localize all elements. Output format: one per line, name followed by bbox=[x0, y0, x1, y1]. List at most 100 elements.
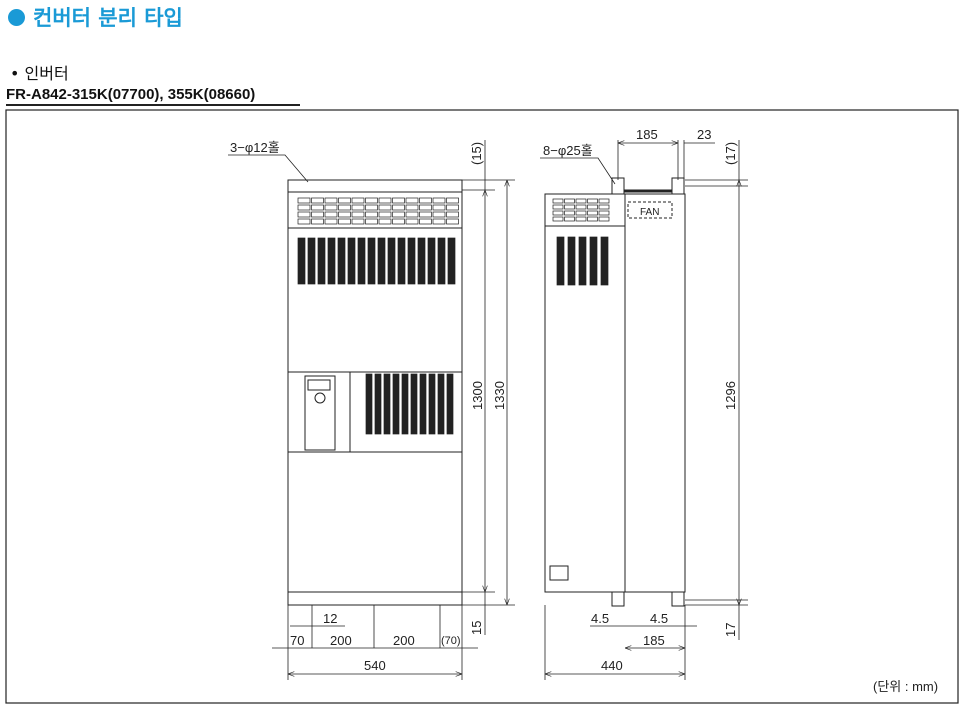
vent-slot bbox=[311, 197, 324, 204]
vent-slot bbox=[378, 197, 392, 204]
vent-slot bbox=[351, 211, 365, 218]
vent-slot bbox=[446, 218, 459, 225]
side-view bbox=[544, 177, 686, 607]
dim-70: 70 bbox=[290, 633, 304, 648]
fan-box bbox=[627, 201, 673, 219]
vent-slot bbox=[407, 237, 416, 285]
vent-slot bbox=[410, 373, 418, 435]
vent-slot bbox=[598, 210, 610, 216]
vent-slot bbox=[446, 373, 454, 435]
bullet-icon bbox=[8, 8, 25, 26]
dim-200-a: 200 bbox=[330, 633, 352, 648]
vent-slot bbox=[552, 198, 564, 204]
dim-540: 540 bbox=[364, 658, 386, 673]
vent-slot bbox=[297, 204, 311, 211]
vent-slot bbox=[447, 237, 456, 285]
vent-slot bbox=[324, 204, 338, 211]
vent-slot bbox=[578, 236, 587, 286]
vent-slot bbox=[419, 218, 432, 225]
vent-slot bbox=[575, 198, 587, 204]
dim-200-b: 200 bbox=[393, 633, 415, 648]
dim-185-bottom: 185 bbox=[643, 633, 665, 648]
vent-slot bbox=[419, 197, 432, 204]
vent-slot bbox=[401, 373, 409, 435]
vent-slot bbox=[567, 236, 576, 286]
vent-slot bbox=[432, 204, 446, 211]
dim-front-top: (15) bbox=[469, 142, 484, 165]
vent-slot bbox=[347, 237, 356, 285]
vent-slot bbox=[392, 218, 405, 225]
vent-slot bbox=[351, 218, 365, 225]
vent-slot bbox=[587, 216, 598, 222]
vent-slot bbox=[338, 197, 351, 204]
vent-slot bbox=[365, 211, 378, 218]
vent-slot bbox=[598, 204, 610, 210]
vent-slot bbox=[405, 204, 419, 211]
vent-slot bbox=[365, 204, 378, 211]
vent-slot bbox=[587, 204, 598, 210]
dim-1330: 1330 bbox=[492, 381, 507, 410]
vent-slot bbox=[437, 237, 446, 285]
vent-slot bbox=[564, 216, 575, 222]
vent-slot bbox=[378, 218, 392, 225]
vent-slot bbox=[575, 204, 587, 210]
vent-slot bbox=[575, 210, 587, 216]
dim-side-top: (17) bbox=[723, 142, 738, 165]
vent-slot bbox=[297, 211, 311, 218]
vent-slot bbox=[338, 218, 351, 225]
vent-slot bbox=[598, 198, 610, 204]
vent-slot bbox=[446, 197, 459, 204]
vent-slot bbox=[392, 373, 400, 435]
vent-slot bbox=[378, 204, 392, 211]
vent-slot bbox=[556, 236, 565, 286]
vent-slot bbox=[392, 197, 405, 204]
vent-slot bbox=[378, 211, 392, 218]
vent-slot bbox=[337, 237, 346, 285]
vent-slot bbox=[419, 373, 427, 435]
vent-slot bbox=[392, 211, 405, 218]
vent-slot bbox=[311, 218, 324, 225]
vent-slot bbox=[338, 211, 351, 218]
vent-slot bbox=[428, 373, 436, 435]
vent-slot bbox=[437, 373, 445, 435]
vent-slot bbox=[297, 237, 306, 285]
unit-label: (단위 : mm) bbox=[873, 679, 938, 694]
vent-slot bbox=[405, 211, 419, 218]
dim-70-paren: (70) bbox=[441, 635, 461, 647]
vent-slot bbox=[367, 237, 376, 285]
vent-slot bbox=[365, 197, 378, 204]
side-holes-label: 8−φ25홀 bbox=[543, 143, 593, 158]
vent-slot bbox=[405, 218, 419, 225]
vent-slot bbox=[397, 237, 406, 285]
vent-slot bbox=[589, 236, 598, 286]
front-holes-label: 3−φ12홀 bbox=[230, 140, 280, 155]
vent-slot bbox=[419, 204, 432, 211]
vent-slot bbox=[351, 204, 365, 211]
subtitle: • 인버터 bbox=[10, 64, 69, 83]
vent-slot bbox=[377, 237, 386, 285]
fan-label: FAN bbox=[640, 207, 659, 218]
dim-front-bottom: 15 bbox=[469, 621, 484, 635]
vent-slot bbox=[405, 197, 419, 204]
vent-slot bbox=[324, 197, 338, 204]
dim-4-5-b: 4.5 bbox=[650, 611, 668, 626]
dim-side-bottom: 17 bbox=[723, 623, 738, 637]
vent-slot bbox=[307, 237, 316, 285]
vent-slot bbox=[552, 204, 564, 210]
vent-slot bbox=[587, 210, 598, 216]
vent-slot bbox=[297, 218, 311, 225]
dim-185-top: 185 bbox=[636, 127, 658, 142]
vent-slot bbox=[432, 211, 446, 218]
vent-slot bbox=[324, 211, 338, 218]
vent-slot bbox=[297, 197, 311, 204]
dim-4-5-a: 4.5 bbox=[591, 611, 609, 626]
vent-slot bbox=[552, 216, 564, 222]
vent-slot bbox=[311, 204, 324, 211]
vent-slot bbox=[419, 211, 432, 218]
vent-slot bbox=[552, 210, 564, 216]
vent-slot bbox=[564, 204, 575, 210]
dim-1296: 1296 bbox=[723, 381, 738, 410]
vent-slot bbox=[564, 198, 575, 204]
vent-slot bbox=[417, 237, 426, 285]
